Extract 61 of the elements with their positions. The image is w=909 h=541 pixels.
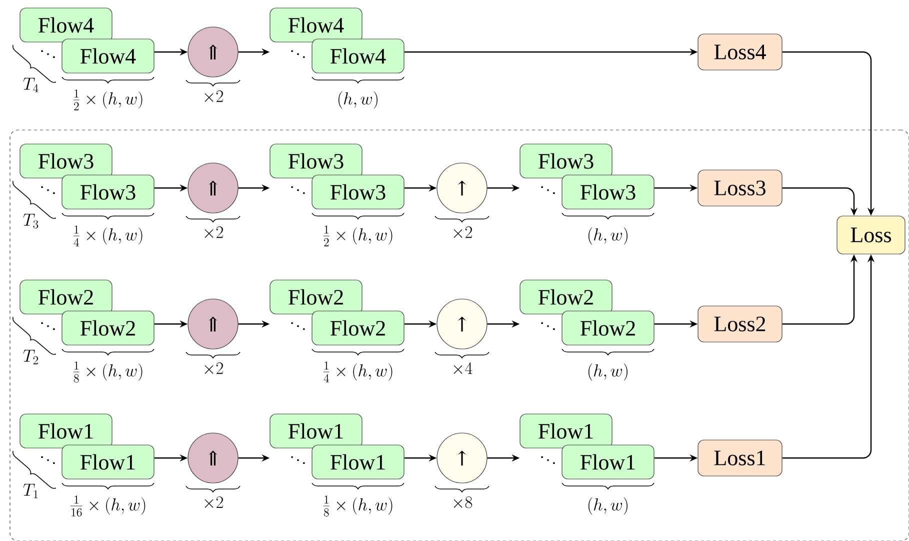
ellipsis-dots: $\ddots$ <box>541 456 555 464</box>
flow-box: Flow4 <box>20 8 112 42</box>
brace-label: $\times 2$ <box>204 226 223 238</box>
flow-box: Flow2 <box>562 310 654 346</box>
brace-label: $\frac{1}{2} \times (h, w)$ <box>73 90 142 110</box>
ellipsis-dots: $\ddots$ <box>541 322 555 330</box>
flow-box: Flow3 <box>562 174 654 210</box>
flow-box: Flow1 <box>20 414 112 448</box>
flow-box: Flow2 <box>270 280 362 314</box>
brace-label: $\frac{1}{8} \times (h, w)$ <box>323 496 392 516</box>
flow-box: Flow4 <box>312 38 404 74</box>
brace-label: $\times 4$ <box>454 362 472 374</box>
brace-label: $(h, w)$ <box>588 497 628 515</box>
loss-box: Loss3 <box>698 170 782 206</box>
flow-box: Flow3 <box>62 174 154 210</box>
flow-box: Flow2 <box>62 310 154 346</box>
brace-label: $T_1$ <box>23 484 38 498</box>
brace-label: $T_2$ <box>23 350 38 364</box>
flow-box: Flow2 <box>20 280 112 314</box>
ellipsis-dots: $\ddots$ <box>291 456 305 464</box>
ellipsis-dots: $\ddots$ <box>541 186 555 194</box>
flow-box: Flow2 <box>520 280 612 314</box>
flow-box: Flow1 <box>562 444 654 480</box>
brace-label: $\frac{1}{4} \times (h, w)$ <box>73 226 142 246</box>
brace-label: $T_4$ <box>23 78 38 92</box>
loss-box: Loss2 <box>698 306 782 342</box>
brace-label: $(h, w)$ <box>588 363 628 381</box>
brace-label: $\frac{1}{2} \times (h, w)$ <box>323 226 392 246</box>
flow-box: Flow2 <box>312 310 404 346</box>
flow-box: Flow3 <box>520 144 612 178</box>
loss-box: Loss4 <box>698 34 782 70</box>
flow-box: Flow1 <box>62 444 154 480</box>
loss-box: Loss <box>836 216 906 254</box>
brace-label: $\frac{1}{8} \times (h, w)$ <box>73 362 142 382</box>
brace-label: $\times 2$ <box>454 226 472 238</box>
flow-box: Flow4 <box>62 38 154 74</box>
flow-box: Flow1 <box>520 414 612 448</box>
brace-label: $(h, w)$ <box>588 227 628 245</box>
ellipsis-dots: $\ddots$ <box>291 322 305 330</box>
brace-label: $\times 2$ <box>204 90 223 102</box>
ellipsis-dots: $\ddots$ <box>41 50 55 58</box>
brace-label: $\times 2$ <box>204 496 223 508</box>
brace-label: $\frac{1}{4} \times (h, w)$ <box>323 362 392 382</box>
brace-label: $\frac{1}{16} \times (h, w)$ <box>70 496 146 516</box>
ellipsis-dots: $\ddots$ <box>291 186 305 194</box>
ellipsis-dots: $\ddots$ <box>41 322 55 330</box>
loss-box: Loss1 <box>698 440 782 476</box>
ellipsis-dots: $\ddots$ <box>41 456 55 464</box>
ellipsis-dots: $\ddots$ <box>41 186 55 194</box>
brace-label: $\times 8$ <box>454 496 472 508</box>
brace-label: $(h, w)$ <box>338 91 378 109</box>
brace-label: $T_3$ <box>23 214 38 228</box>
dashed-group-frame <box>10 130 909 541</box>
flow-box: Flow3 <box>20 144 112 178</box>
flow-box: Flow1 <box>312 444 404 480</box>
flow-box: Flow4 <box>270 8 362 42</box>
flow-box: Flow3 <box>312 174 404 210</box>
brace-label: $\times 2$ <box>204 362 223 374</box>
ellipsis-dots: $\ddots$ <box>291 50 305 58</box>
flow-box: Flow1 <box>270 414 362 448</box>
flow-box: Flow3 <box>270 144 362 178</box>
